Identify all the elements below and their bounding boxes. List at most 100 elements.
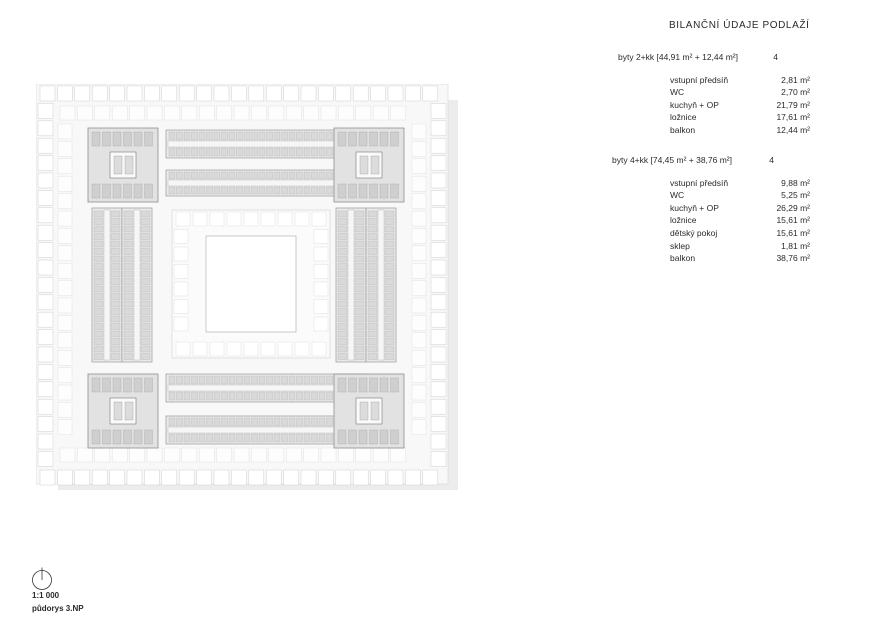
unit-room [176,147,183,157]
ring-cell [57,332,73,349]
courtyard-cell [243,341,259,357]
room-label: vstupní předsíň [670,74,729,85]
perimeter-cell [430,451,447,467]
unit-type-name: byty 2+kk [44,91 m² + 12,44 m²] [618,52,739,62]
unit-room [288,171,296,180]
unit-room [140,285,151,293]
unit-room [112,131,122,147]
ring-cell [57,158,73,175]
unit-room [337,315,348,323]
unit-room [337,248,348,255]
unit-room [311,171,318,180]
unit-room [367,315,378,323]
room-area: 5,25 m² [781,190,810,201]
unit-room [93,338,104,345]
unit-room [183,417,191,427]
unit-room [251,375,258,385]
unit-room [318,417,326,427]
unit-room [251,186,258,195]
unit-room [258,131,266,141]
ring-cell [57,384,73,401]
perimeter-cell [248,469,265,486]
perimeter-cell [265,85,282,102]
ring-cell [216,105,232,121]
unit-room [354,225,365,233]
courtyard-cell [313,299,329,314]
unit-room [311,417,318,427]
unit-room [296,147,303,157]
unit-room [191,186,198,195]
elevator [124,155,134,175]
courtyard-cell [173,229,189,244]
room-label: WC [670,190,685,201]
unit-room [326,131,333,141]
unit-room [273,433,281,443]
room-label: ložnice [670,215,697,226]
perimeter-cell [265,469,282,486]
unit-room [198,433,206,443]
unit-room [228,186,236,195]
elevator [124,401,134,421]
ring-cell [411,384,427,401]
ring-cell [303,105,319,121]
unit-room [93,315,104,323]
ring-cell [57,123,73,140]
perimeter-cell [57,469,73,486]
unit-room [93,263,104,270]
unit-room [243,433,251,443]
ring-cell [164,105,180,121]
unit-room [110,270,121,278]
unit-room [243,375,251,385]
unit-room [228,417,236,427]
unit-room [221,391,228,401]
unit-room [93,270,104,278]
unit-room [281,391,288,401]
ring-cell [320,447,337,463]
courtyard-cell [313,316,329,332]
ring-cell [338,447,354,463]
unit-room [379,183,389,199]
unit-room [367,353,378,360]
unit-room [266,433,273,443]
unit-room [354,240,365,248]
unit-room [367,308,378,315]
unit-room [311,186,318,195]
unit-room [337,323,348,330]
unit-room [288,417,296,427]
room-area: 38,76 m² [776,253,810,264]
ring-cell [94,105,110,121]
perimeter-cell [430,207,447,224]
unit-room [390,131,399,147]
unit-room [213,131,221,141]
unit-room [303,433,311,443]
unit-room [140,308,151,315]
ring-cell [303,447,319,463]
perimeter-cell [91,85,108,102]
ring-cell [355,447,371,463]
perimeter-cell [109,469,125,486]
ring-cell [57,367,73,383]
unit-room [228,147,236,157]
courtyard-cell [313,281,329,297]
room-area: 12,44 m² [776,124,810,135]
unit-room [168,417,176,427]
unit-room [369,183,378,199]
perimeter-cell [430,329,447,345]
north-arrow-icon [32,567,52,590]
unit-room [354,285,365,293]
perimeter-cell [370,85,386,102]
unit-room [206,131,213,141]
unit-room [326,433,333,443]
unit-room [384,255,395,263]
unit-room [110,263,121,270]
unit-room [206,417,213,427]
legend-block-4kk: byty 4+kk [74,45 m² + 38,76 m²] 4 vstupn… [612,154,810,265]
ring-cell [233,447,250,463]
unit-room [123,345,134,353]
unit-room [354,323,365,330]
courtyard-cell [173,264,189,279]
unit-room [311,147,318,157]
unit-room [369,377,378,393]
